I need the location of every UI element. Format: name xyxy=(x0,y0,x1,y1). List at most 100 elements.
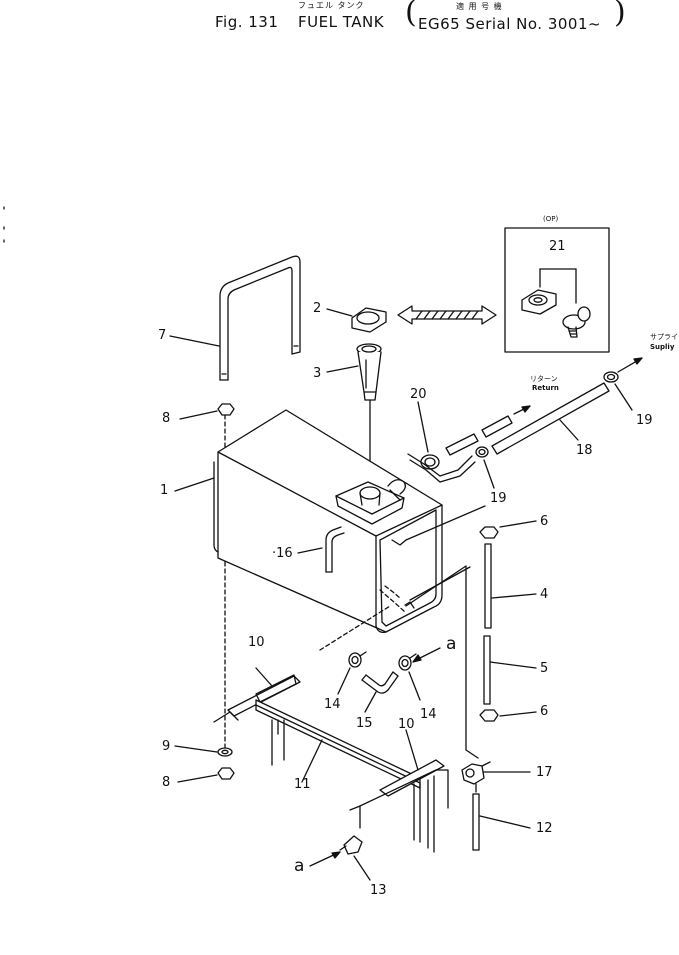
hose-clamp-14-left xyxy=(348,652,362,668)
grommet-lower xyxy=(479,709,499,722)
leader-4 xyxy=(491,593,537,599)
return-label-japanese: リターン xyxy=(530,375,558,383)
callout-10-left: 10 xyxy=(248,635,265,650)
tank-return-fitting xyxy=(387,479,406,495)
bracket-upper-plate xyxy=(255,674,297,703)
callout-12: 12 xyxy=(536,821,553,836)
callout-10-right: 10 xyxy=(398,717,415,732)
supply-hose xyxy=(491,382,610,455)
lock-key-bow xyxy=(577,306,591,322)
drain-cock-17 xyxy=(461,763,485,785)
callout-20: 20 xyxy=(410,387,427,402)
supply-label-japanese: サプライ xyxy=(650,333,678,341)
tank-strap-inner xyxy=(227,266,293,381)
leader-9 xyxy=(174,745,218,753)
locking-cap-top xyxy=(528,294,548,306)
leader-10-left xyxy=(255,667,273,687)
callout-16-number: 16 xyxy=(276,546,293,561)
filler-strainer-inner xyxy=(361,345,377,353)
callout-4: 4 xyxy=(540,587,549,602)
hose-clamp-20 xyxy=(420,454,440,470)
leader-14-right xyxy=(408,671,421,701)
leader-5 xyxy=(489,661,537,669)
model-serial: EG65 Serial No. 3001~ xyxy=(418,15,602,33)
gauge-tube-5 xyxy=(483,635,491,705)
filler-strainer-body xyxy=(357,351,382,393)
leader-19-upper xyxy=(614,383,633,411)
callout-1: 1 xyxy=(160,483,169,498)
supply-pipe-upper xyxy=(405,505,486,541)
applicable-japanese: 適 用 号 機 xyxy=(456,2,503,11)
leader-14-left xyxy=(337,667,351,695)
callout-6-lower: 6 xyxy=(540,704,549,719)
nut-upper xyxy=(217,403,235,416)
callout-9: 9 xyxy=(162,739,171,754)
option-label: (OP) xyxy=(543,215,559,223)
title-japanese: フュエル タンク xyxy=(298,1,365,10)
connector-a-bottom: a xyxy=(294,856,305,876)
leader-11 xyxy=(301,739,323,783)
leader-6-lower xyxy=(499,711,537,717)
leader-8-lower xyxy=(177,774,218,783)
option-box-frame xyxy=(504,227,610,353)
fuel-hose-15 xyxy=(361,675,399,694)
callout-7: 7 xyxy=(158,328,167,343)
washer-9 xyxy=(217,747,233,757)
fuel-tank-body xyxy=(217,409,443,633)
grommet-upper xyxy=(479,526,499,539)
return-hose xyxy=(407,453,473,477)
callout-6-upper: 6 xyxy=(540,514,549,529)
hose-clamp-19-lower xyxy=(475,446,489,458)
fuel-gauge-pipe xyxy=(325,526,342,573)
callout-19-upper: 19 xyxy=(636,413,653,428)
tank-strap-outer xyxy=(219,255,301,381)
leader-8-upper xyxy=(179,410,218,420)
leader-15 xyxy=(364,691,377,713)
close-paren: ) xyxy=(614,0,626,30)
callout-3: 3 xyxy=(313,366,322,381)
callout-15: 15 xyxy=(356,716,373,731)
leader-20 xyxy=(417,401,429,453)
drain-fitting-13 xyxy=(343,835,363,855)
tank-top-front-edge xyxy=(217,451,377,537)
filler-neck-opening xyxy=(359,486,381,500)
hose-clamp-19-upper xyxy=(603,371,619,383)
leader-12 xyxy=(479,815,531,829)
figure-number: Fig. 131 xyxy=(215,13,279,31)
drain-hose-12 xyxy=(472,793,480,851)
callout-16: ·16 xyxy=(272,546,293,561)
callout-2: 2 xyxy=(313,301,322,316)
leader-16 xyxy=(297,547,323,554)
leader-18 xyxy=(559,419,579,441)
leader-1 xyxy=(174,477,215,492)
return-hose-segment xyxy=(445,433,479,456)
nut-lower xyxy=(217,767,235,780)
leader-6-upper xyxy=(499,520,537,528)
callout-14-left: 14 xyxy=(324,697,341,712)
callout-11: 11 xyxy=(294,777,311,792)
alternative-double-arrow xyxy=(397,305,497,325)
filler-cap-top xyxy=(356,311,380,325)
callout-19-lower: 19 xyxy=(490,491,507,506)
locking-cap-center xyxy=(533,297,543,303)
callout-14-right: 14 xyxy=(420,707,437,722)
connector-a-right: a xyxy=(446,634,457,654)
figure-title: FUEL TANK xyxy=(298,13,385,31)
supply-label: Supliy xyxy=(650,343,675,351)
leader-10-right xyxy=(405,729,419,771)
callout-17: 17 xyxy=(536,765,553,780)
leader-19-lower xyxy=(483,459,495,489)
callout-8-upper: 8 xyxy=(162,411,171,426)
callout-21: 21 xyxy=(549,239,566,254)
gauge-tube-4 xyxy=(484,543,492,629)
callout-13: 13 xyxy=(370,883,387,898)
callout-8-lower: 8 xyxy=(162,775,171,790)
callout-5: 5 xyxy=(540,661,549,676)
leader-13 xyxy=(353,855,371,881)
return-label: Return xyxy=(532,384,559,392)
leader-2 xyxy=(326,308,353,317)
open-paren: ( xyxy=(405,0,417,30)
leader-3 xyxy=(326,365,359,373)
